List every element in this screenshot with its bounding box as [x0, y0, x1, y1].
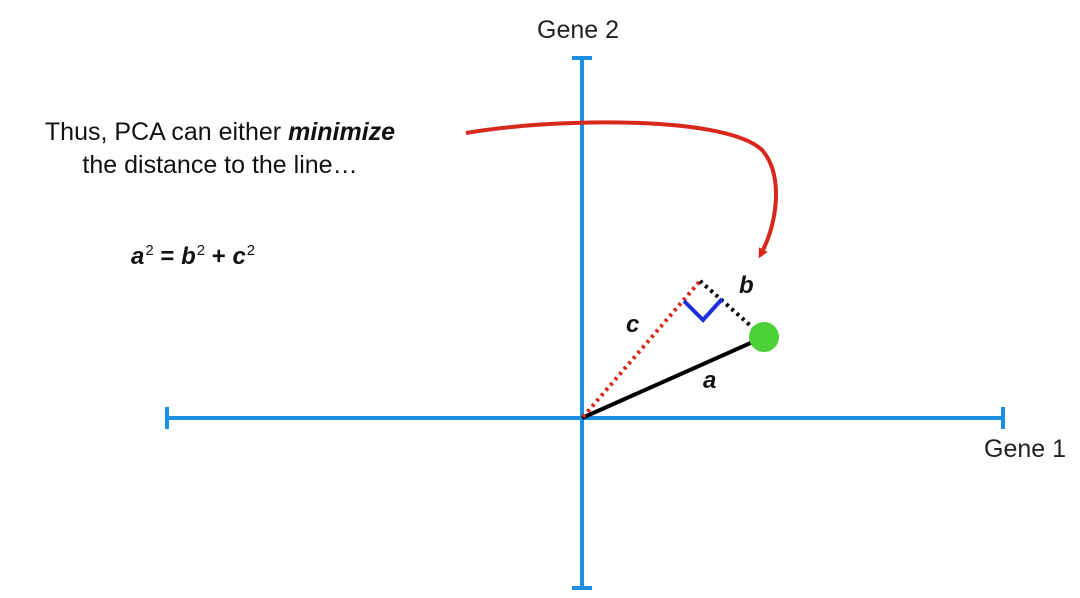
formula-c: c [232, 243, 246, 270]
formula-c-exponent: 2 [246, 242, 256, 259]
segment-c-label: c [626, 311, 640, 338]
formula-b-exponent: 2 [196, 242, 206, 259]
segment-c [581, 279, 702, 419]
formula-a: a [131, 243, 145, 270]
segment-b-label: b [739, 272, 754, 299]
caption: Thus, PCA can either minimize the distan… [10, 116, 430, 182]
caption-prefix: Thus, PCA can either [44, 118, 289, 146]
formula-equals: = [153, 243, 182, 270]
pythagorean-formula: a2 = b2 + c2 [131, 242, 255, 271]
caption-line-1: Thus, PCA can either minimize [10, 116, 430, 149]
y-axis-label: Gene 2 [537, 16, 620, 44]
curved-arrow [465, 120, 778, 259]
y-axis [572, 56, 592, 590]
caption-emphasis: minimize [288, 118, 396, 146]
formula-plus: + [205, 243, 233, 270]
data-point [749, 322, 779, 352]
right-angle-marker [682, 297, 724, 323]
segment-a-label: a [703, 367, 717, 394]
formula-b: b [181, 243, 196, 270]
formula-a-exponent: 2 [145, 242, 154, 259]
x-axis-label: Gene 1 [984, 435, 1067, 463]
segment-a [581, 335, 765, 420]
caption-line-2: the distance to the line… [82, 151, 358, 179]
